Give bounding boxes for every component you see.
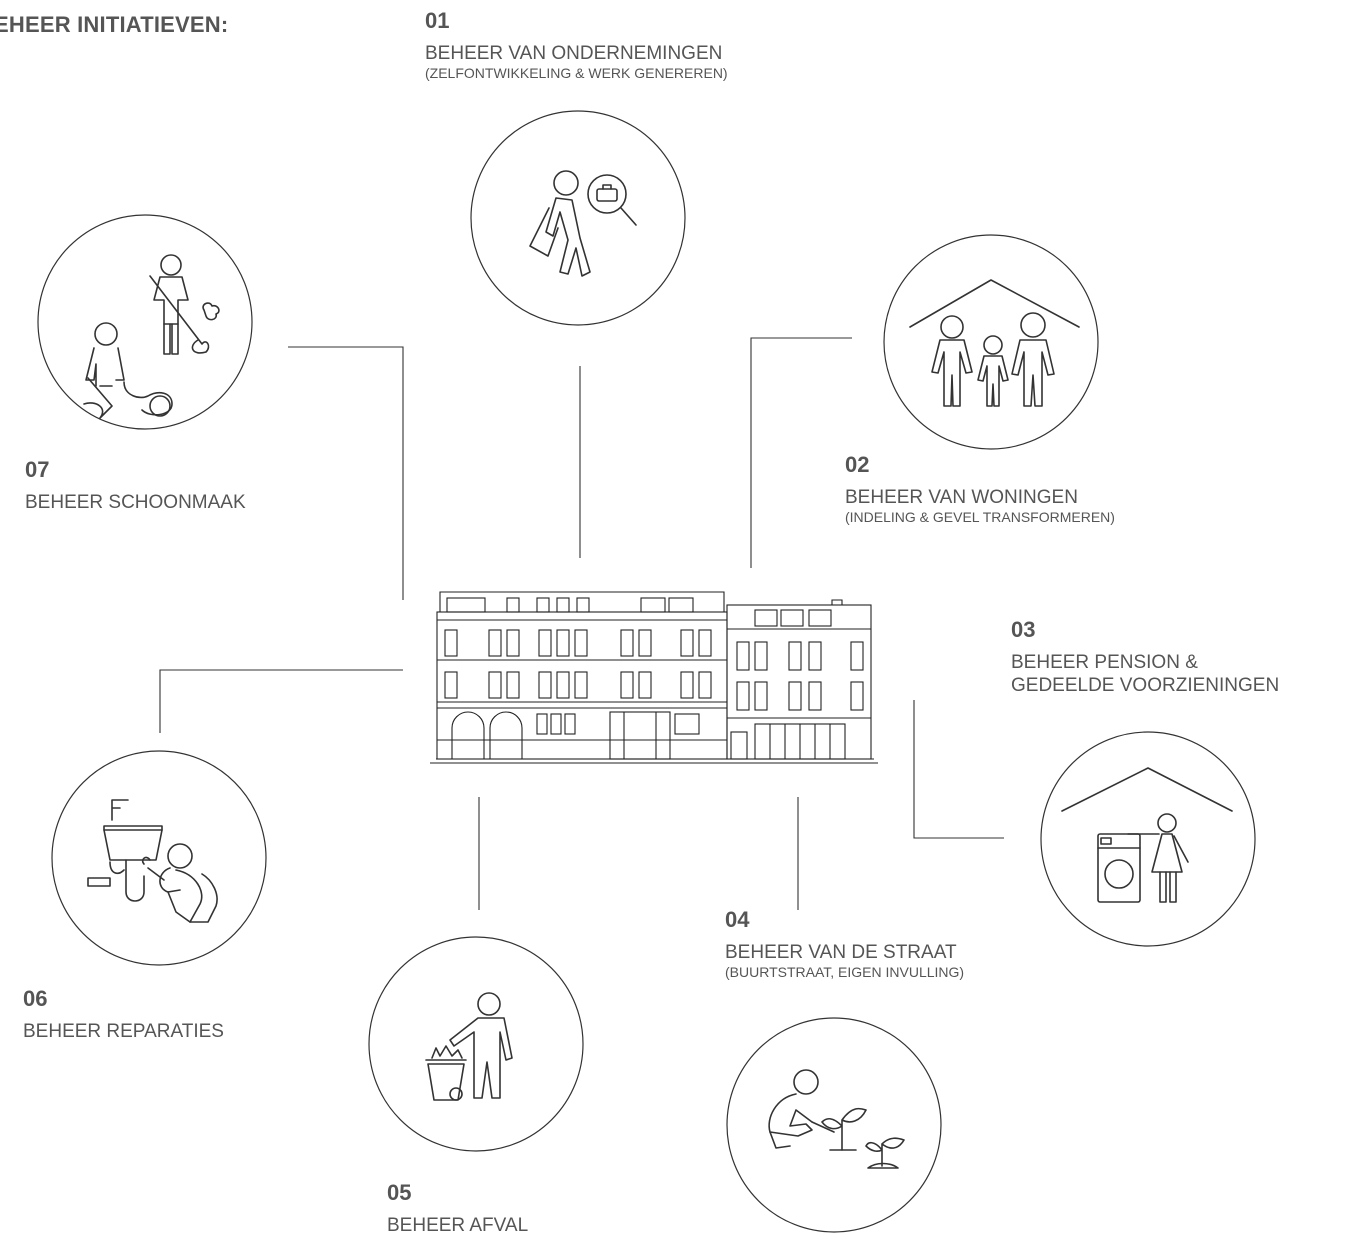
initiative-subtitle: (INDELING & GEVEL TRANSFORMEREN) <box>845 509 1115 525</box>
initiative-05-label: 05 BEHEER AFVAL <box>387 1180 528 1237</box>
laundry-shared-icon <box>1061 767 1233 903</box>
gardening-icon <box>768 1069 905 1169</box>
initiative-03-label: 03 BEHEER PENSION & GEDEELDE VOORZIENING… <box>1011 617 1279 697</box>
circle-03 <box>1040 731 1256 947</box>
connector-03 <box>913 700 1004 839</box>
initiative-title: BEHEER VAN DE STRAAT <box>725 942 957 963</box>
initiative-number: 06 <box>23 986 48 1011</box>
initiative-title: BEHEER PENSION & <box>1011 652 1198 673</box>
initiative-number: 05 <box>387 1180 412 1205</box>
initiative-01-label: 01 BEHEER VAN ONDERNEMINGEN (ZELFONTWIKK… <box>425 8 728 82</box>
initiative-number: 04 <box>725 907 750 932</box>
connector-07 <box>288 346 404 600</box>
circle-05 <box>368 936 584 1152</box>
initiative-subtitle: (BUURTSTRAAT, EIGEN INVULLING) <box>725 964 965 980</box>
circle-07 <box>37 214 253 430</box>
initiative-title: BEHEER AFVAL <box>387 1215 529 1236</box>
initiative-number: 01 <box>425 8 450 33</box>
circle-01 <box>470 110 686 326</box>
initiative-02-label: 02 BEHEER VAN WONINGEN (INDELING & GEVEL… <box>845 452 1115 526</box>
initiative-subtitle: (ZELFONTWIKKELING & WERK GENEREREN) <box>425 65 728 81</box>
initiative-number: 02 <box>845 452 870 477</box>
initiative-title: BEHEER VAN WONINGEN <box>845 487 1078 508</box>
diagram-heading: EHEER INITIATIEVEN: <box>0 12 229 37</box>
initiative-title: BEHEER REPARATIES <box>23 1021 224 1042</box>
circle-04 <box>726 1017 942 1233</box>
initiative-title: BEHEER VAN ONDERNEMINGEN <box>425 43 723 64</box>
initiative-number: 07 <box>25 457 50 482</box>
initiative-07-label: 07 BEHEER SCHOONMAAK <box>25 457 246 514</box>
initiative-04-label: 04 BEHEER VAN DE STRAAT (BUURTSTRAAT, EI… <box>725 907 964 981</box>
ground-floor <box>437 711 727 760</box>
job-search-icon <box>529 170 637 277</box>
connector-02 <box>750 337 852 568</box>
circle-02 <box>883 234 1099 450</box>
initiative-title: BEHEER SCHOONMAAK <box>25 492 246 513</box>
row-upper-windows <box>444 629 712 657</box>
connector-lines <box>159 337 1004 910</box>
plumber-repair-icon <box>87 799 218 923</box>
row-middle-windows <box>444 671 712 699</box>
circle-06 <box>51 750 267 966</box>
cleaning-icon <box>83 254 220 419</box>
family-house-icon <box>909 279 1080 407</box>
initiative-title-line2: GEDEELDE VOORZIENINGEN <box>1011 675 1280 696</box>
connector-06 <box>159 669 403 733</box>
waste-bin-icon <box>425 992 513 1101</box>
initiative-06-label: 06 BEHEER REPARATIES <box>23 986 224 1043</box>
initiative-number: 03 <box>1011 617 1036 642</box>
building-facade-icon <box>430 591 878 764</box>
